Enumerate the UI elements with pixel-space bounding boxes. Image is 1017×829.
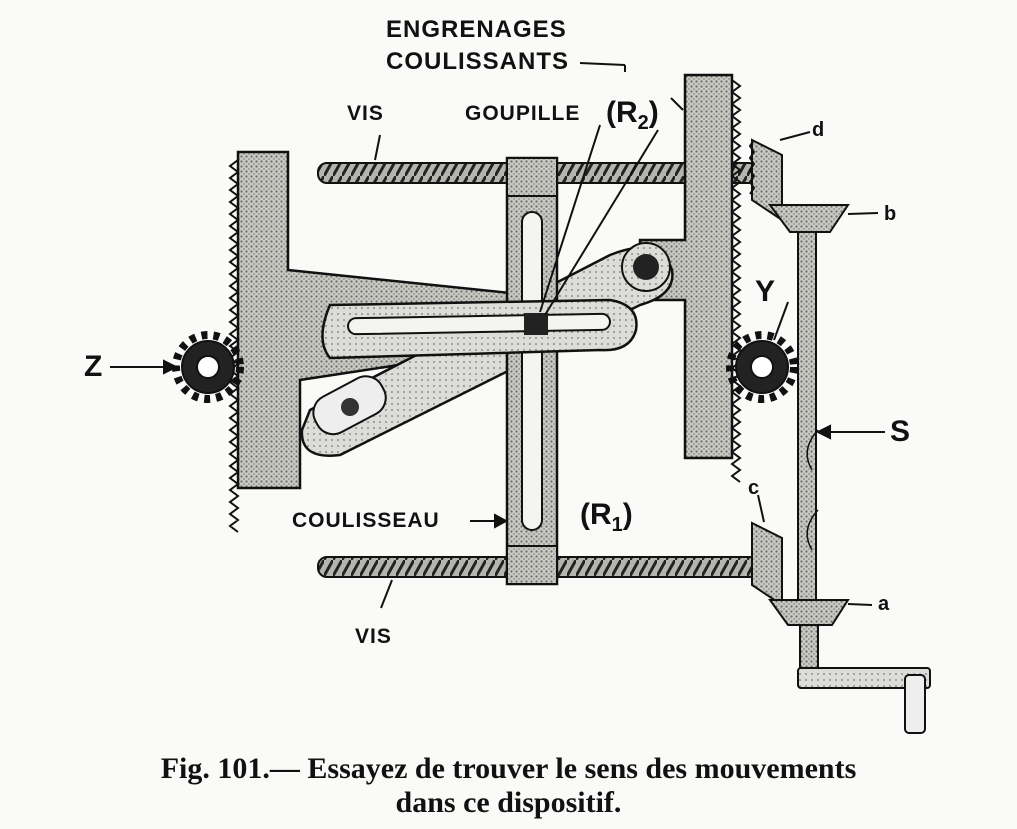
mechanism-diagram [110,62,931,734]
right-rack [638,73,742,483]
vis-bottom-label: VIS [355,625,392,648]
vis-top-label: VIS [347,102,384,125]
bevel-gear-c [751,521,783,607]
r2-label: (R2) [606,96,659,134]
pinion-y [726,331,798,403]
gear-b-label: b [884,203,897,225]
leader-lines [110,62,885,609]
caption-line-1: Fig. 101.— Essayez de trouver le sens de… [160,752,857,785]
z-label: Z [84,350,103,383]
figure-caption: Fig. 101.— Essayez de trouver le sens de… [0,752,1017,820]
y-label: Y [755,275,776,308]
coulisseau-label: COULISSEAU [292,509,440,532]
bevel-gear-b [768,204,850,233]
r1-label: (R1) [580,498,633,536]
r1-close: ) [622,498,633,531]
r2-subscript: 2 [637,112,649,134]
r1-text: (R [580,498,612,531]
shaft-s [797,221,819,603]
coulissants-label: COULISSANTS [386,48,570,75]
r2-text: (R [606,96,638,129]
goupille-label: GOUPILLE [465,102,581,125]
r2-close: ) [648,96,659,129]
r1-subscript: 1 [611,514,623,536]
caption-line-2: dans ce dispositif. [395,786,622,819]
gear-a-label: a [878,593,890,615]
gear-d-label: d [812,119,825,141]
s-label: S [890,415,911,448]
gear-c-label: c [748,477,760,499]
slider-block [505,156,559,586]
bevel-gear-a [768,599,850,626]
slotted-arm [321,298,638,360]
crank-handle [797,601,931,734]
engrenages-label: ENGRENAGES [386,16,567,43]
